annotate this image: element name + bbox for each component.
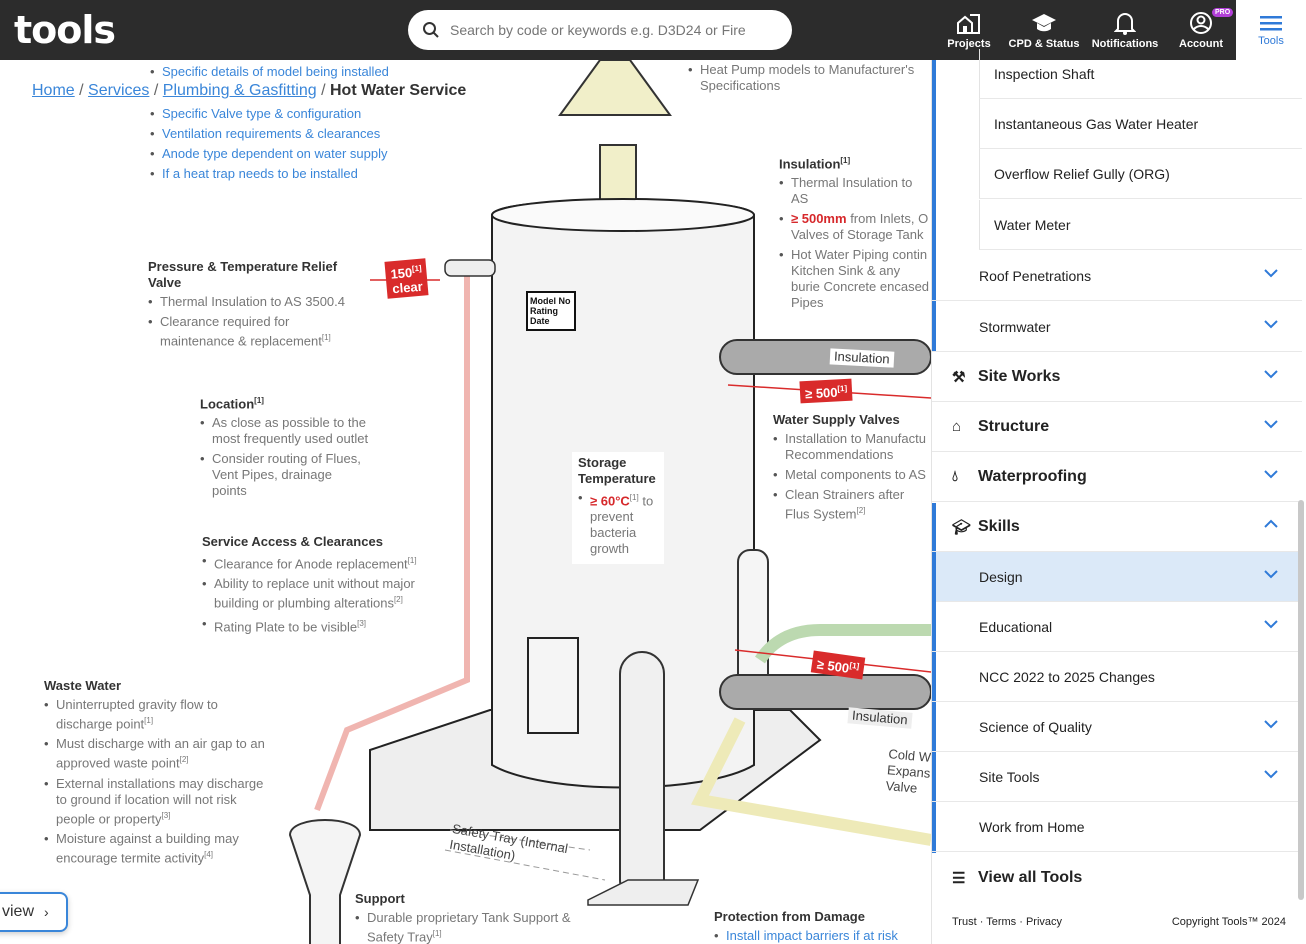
clearance-500-tag: ≥ 500[1] <box>799 378 853 404</box>
crane-icon: ⚒ <box>952 368 966 386</box>
sidebar-item-science-of-quality[interactable]: Science of Quality <box>932 702 1302 752</box>
sidebar-item-skills[interactable]: 🎓︎Skills <box>932 502 1302 552</box>
breadcrumb-home[interactable]: Home <box>32 82 75 99</box>
sidebar-item-design[interactable]: Design <box>936 552 1302 602</box>
chevron-down-icon <box>1264 370 1278 379</box>
chevron-down-icon <box>1264 570 1278 579</box>
chevron-down-icon <box>1264 720 1278 729</box>
nav-projects[interactable]: Projects <box>942 0 996 60</box>
cold-water-valve-label: Cold W Expans Valve <box>885 746 931 796</box>
relief-valve-annotation: Pressure & Temperature Relief Valve Ther… <box>148 259 348 353</box>
sidebar-scrollbar[interactable] <box>1298 500 1304 900</box>
insulation-annotation: Insulation[1] Thermal Insulation to AS ≥… <box>779 153 931 315</box>
search-icon <box>423 22 439 38</box>
sidebar-item-site-works[interactable]: ⚒Site Works <box>932 352 1302 402</box>
clearance-tag: 150[1]clear <box>384 258 430 300</box>
sidebar-item-inspection-shaft[interactable]: Inspection Shaft <box>979 49 1302 99</box>
sidebar-item-ncc-changes[interactable]: NCC 2022 to 2025 Changes <box>932 652 1302 702</box>
chevron-down-icon <box>1264 320 1278 329</box>
footer-trust[interactable]: Trust <box>952 916 977 928</box>
footer-links: Trust · Terms · Privacy <box>952 916 1063 928</box>
protection-annotation: Protection from Damage Install impact ba… <box>714 909 929 944</box>
breadcrumb: Home / Services / Plumbing & Gasfitting … <box>32 82 467 100</box>
footer-privacy[interactable]: Privacy <box>1025 916 1063 928</box>
spec-list: Specific Valve type & configuration Vent… <box>150 106 388 186</box>
top-header: tools Projects CPD & Status Notification… <box>0 0 1306 60</box>
nav-cpd-status[interactable]: CPD & Status <box>1008 0 1080 60</box>
sidebar-item-waterproofing[interactable]: 💧︎Waterproofing <box>932 452 1302 502</box>
breadcrumb-current: Hot Water Service <box>329 82 467 99</box>
sidebar-item-educational[interactable]: Educational <box>932 602 1302 652</box>
nav-tools[interactable]: Tools <box>1236 0 1306 60</box>
pro-badge: PRO <box>1212 8 1234 17</box>
support-annotation: Support Durable proprietary Tank Support… <box>355 891 580 944</box>
sidebar-item-gas-water-heater[interactable]: Instantaneous Gas Water Heater <box>979 99 1302 149</box>
location-annotation: Location[1] As close as possible to the … <box>200 393 370 503</box>
chevron-down-icon <box>1264 420 1278 429</box>
footer-terms[interactable]: Terms <box>986 916 1017 928</box>
search-box[interactable] <box>408 10 792 50</box>
model-details-list: Specific details of model being installe… <box>150 64 389 84</box>
heat-pump-note: Heat Pump models to Manufacturer's Speci… <box>688 62 928 98</box>
chevron-up-icon <box>1264 519 1278 528</box>
chevron-down-icon <box>1264 470 1278 479</box>
chevron-right-icon: › <box>44 904 49 920</box>
view-button[interactable]: view› <box>0 892 68 932</box>
graduation-cap-icon: 🎓︎ <box>952 518 972 536</box>
list-tree-icon: ☰ <box>952 870 966 887</box>
copyright: Copyright Tools™ 2024 <box>1171 916 1286 928</box>
sidebar-item-structure[interactable]: ⌂Structure <box>932 402 1302 452</box>
bell-icon <box>1114 12 1136 35</box>
water-supply-annotation: Water Supply Valves Installation to Manu… <box>773 412 931 526</box>
storage-temperature-annotation: Storage Temperature ≥ 60°C[1] to prevent… <box>572 452 664 565</box>
breadcrumb-plumbing[interactable]: Plumbing & Gasfitting <box>162 82 317 99</box>
sidebar-item-water-meter[interactable]: Water Meter <box>979 200 1302 250</box>
service-access-annotation: Service Access & Clearances Clearance fo… <box>202 534 427 639</box>
nav-account[interactable]: Account PRO <box>1172 0 1234 60</box>
user-icon <box>1190 11 1212 34</box>
sidebar-item-roof-penetrations[interactable]: Roof Penetrations <box>932 251 1302 301</box>
droplet-icon: 💧︎ <box>952 468 959 485</box>
graduation-cap-icon <box>1032 13 1056 31</box>
tools-logo[interactable]: tools <box>14 8 116 52</box>
waste-water-annotation: Waste Water Uninterrupted gravity flow t… <box>44 678 274 870</box>
chevron-down-icon <box>1264 269 1278 278</box>
insulation-label-top: Insulation <box>829 348 895 368</box>
tools-sidebar: Inspection Shaft Instantaneous Gas Water… <box>931 49 1306 944</box>
menu-icon <box>1260 15 1282 30</box>
building-icon <box>957 13 980 34</box>
nav-notifications[interactable]: Notifications <box>1090 0 1160 60</box>
view-all-tools-link[interactable]: ☰View all Tools <box>952 869 1083 887</box>
sidebar-item-stormwater[interactable]: Stormwater <box>932 302 1302 352</box>
sidebar-item-overflow-relief-gully[interactable]: Overflow Relief Gully (ORG) <box>979 149 1302 199</box>
structure-icon: ⌂ <box>952 418 962 435</box>
active-section-bar <box>932 60 936 352</box>
search-input[interactable] <box>450 22 770 38</box>
breadcrumb-services[interactable]: Services <box>88 82 150 99</box>
hot-water-diagram: Specific details of model being installe… <box>0 60 931 944</box>
sidebar-item-work-from-home[interactable]: Work from Home <box>932 802 1302 852</box>
active-section-bar <box>932 503 936 853</box>
chevron-down-icon <box>1264 620 1278 629</box>
chevron-down-icon <box>1264 770 1278 779</box>
sidebar-item-site-tools[interactable]: Site Tools <box>932 752 1302 802</box>
